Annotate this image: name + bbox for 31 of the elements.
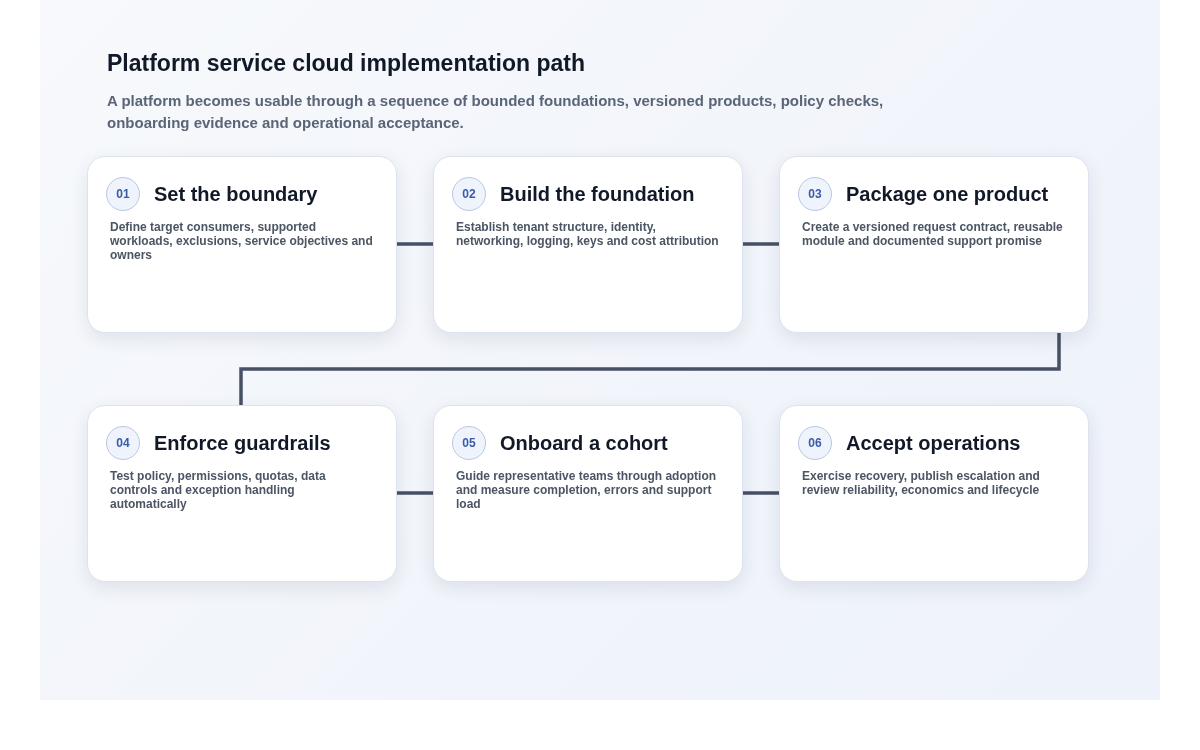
- step-description: Establish tenant structure, identity, networking, logging, keys and cost attribution: [456, 220, 720, 248]
- step-title: Enforce guardrails: [154, 431, 331, 455]
- connector-line: [239, 333, 1061, 405]
- step-title: Onboard a cohort: [500, 431, 668, 455]
- step-title: Accept operations: [846, 431, 1021, 455]
- diagram-subtitle: A platform becomes usable through a sequence of bounded foundations, versioned products, policy checks, onboarding evidence and operational acceptance.: [107, 91, 885, 133]
- step-description: Test policy, permissions, quotas, data controls and exception handling automatically: [110, 469, 327, 511]
- step-number: 04: [106, 426, 140, 460]
- step-card: [433, 405, 743, 582]
- diagram-title: Platform service cloud implementation path: [107, 50, 585, 77]
- step-card: [87, 156, 397, 333]
- step-title: Build the foundation: [500, 182, 695, 206]
- step-description: Exercise recovery, publish escalation and review reliability, economics and lifecycle: [802, 469, 1041, 497]
- step-card: [433, 156, 743, 333]
- step-number: 06: [798, 426, 832, 460]
- step-number: 03: [798, 177, 832, 211]
- connector-line: [743, 491, 779, 495]
- connector-line: [743, 242, 779, 246]
- connector-line: [397, 491, 433, 495]
- step-number: 01: [106, 177, 140, 211]
- step-title: Package one product: [846, 182, 1049, 206]
- step-number: 05: [452, 426, 486, 460]
- step-description: Guide representative teams through adoption and measure completion, errors and support load: [456, 469, 718, 511]
- step-description: Define target consumers, supported workloads, exclusions, service objectives and owners: [110, 220, 374, 262]
- step-title: Set the boundary: [154, 182, 318, 206]
- step-description: Create a versioned request contract, reusable module and documented support promise: [802, 220, 1064, 248]
- step-card: [779, 156, 1089, 333]
- step-card: [87, 405, 397, 582]
- step-number: 02: [452, 177, 486, 211]
- step-card: [779, 405, 1089, 582]
- connector-line: [397, 242, 433, 246]
